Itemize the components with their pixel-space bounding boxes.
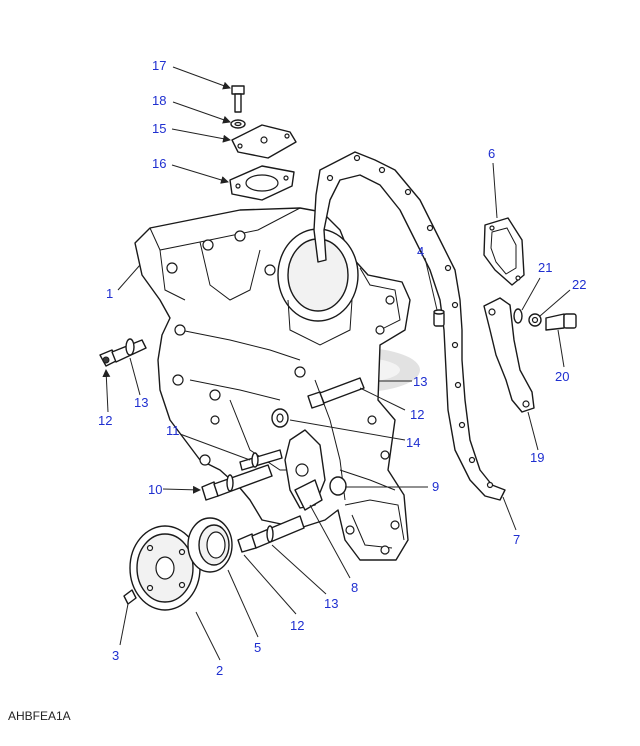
callout-15: 15 (152, 121, 166, 136)
callout-12-left: 12 (98, 413, 112, 428)
bolt-part-20 (545, 313, 577, 331)
callout-1: 1 (106, 286, 113, 301)
callout-12-mid: 12 (410, 407, 424, 422)
bolt-part-3 (123, 589, 137, 605)
callout-5: 5 (254, 640, 261, 655)
callout-20: 20 (555, 369, 569, 384)
bracket-part-19 (483, 297, 535, 413)
plug-part-9 (329, 476, 347, 496)
oil-seal-part-5 (187, 517, 233, 573)
blanking-plate-part-15 (231, 124, 297, 159)
leader-lines (102, 66, 571, 661)
gasket-part-7 (313, 151, 506, 501)
callout-2: 2 (216, 663, 223, 678)
callout-13-mid: 13 (413, 374, 427, 389)
callout-12-lower: 12 (290, 618, 304, 633)
callout-17: 17 (152, 58, 166, 73)
bolt-part-11 (239, 449, 283, 471)
callout-13-lower: 13 (324, 596, 338, 611)
callout-9: 9 (432, 479, 439, 494)
callout-7: 7 (513, 532, 520, 547)
callout-6: 6 (488, 146, 495, 161)
callout-13-left: 13 (134, 395, 148, 410)
pulley-part-2 (129, 525, 201, 611)
callout-16: 16 (152, 156, 166, 171)
callout-22: 22 (572, 277, 586, 292)
callout-labels: 17 18 15 16 1 6 4 21 22 20 12 13 13 12 1… (98, 58, 586, 678)
callout-8: 8 (351, 580, 358, 595)
figure-reference-code: AHBFEA1A (8, 709, 71, 723)
callout-14: 14 (406, 435, 420, 450)
bolt-part-12-mid (307, 377, 365, 409)
relief-valve-part-8 (294, 479, 323, 511)
bolt-part-12-left (99, 339, 147, 367)
callout-10: 10 (148, 482, 162, 497)
sleeve-part-14 (271, 408, 289, 428)
callout-3: 3 (112, 648, 119, 663)
washer-part-18 (230, 119, 246, 129)
washer-part-22 (528, 313, 542, 327)
bolt-part-10 (201, 464, 273, 501)
washer-part-13-left (125, 338, 135, 356)
timing-cover-part-1 (134, 207, 411, 561)
callout-21: 21 (538, 260, 552, 275)
spacer-part-21 (513, 308, 523, 324)
dowel-part-4 (433, 309, 445, 327)
callout-4: 4 (417, 244, 424, 259)
callout-19: 19 (530, 450, 544, 465)
bolt-part-12-lower (237, 515, 305, 553)
callout-11: 11 (166, 423, 180, 438)
cover-plate-part-6 (483, 217, 525, 286)
callout-18: 18 (152, 93, 166, 108)
plate-gasket-part-16 (229, 165, 295, 201)
bolt-part-17 (231, 85, 245, 113)
